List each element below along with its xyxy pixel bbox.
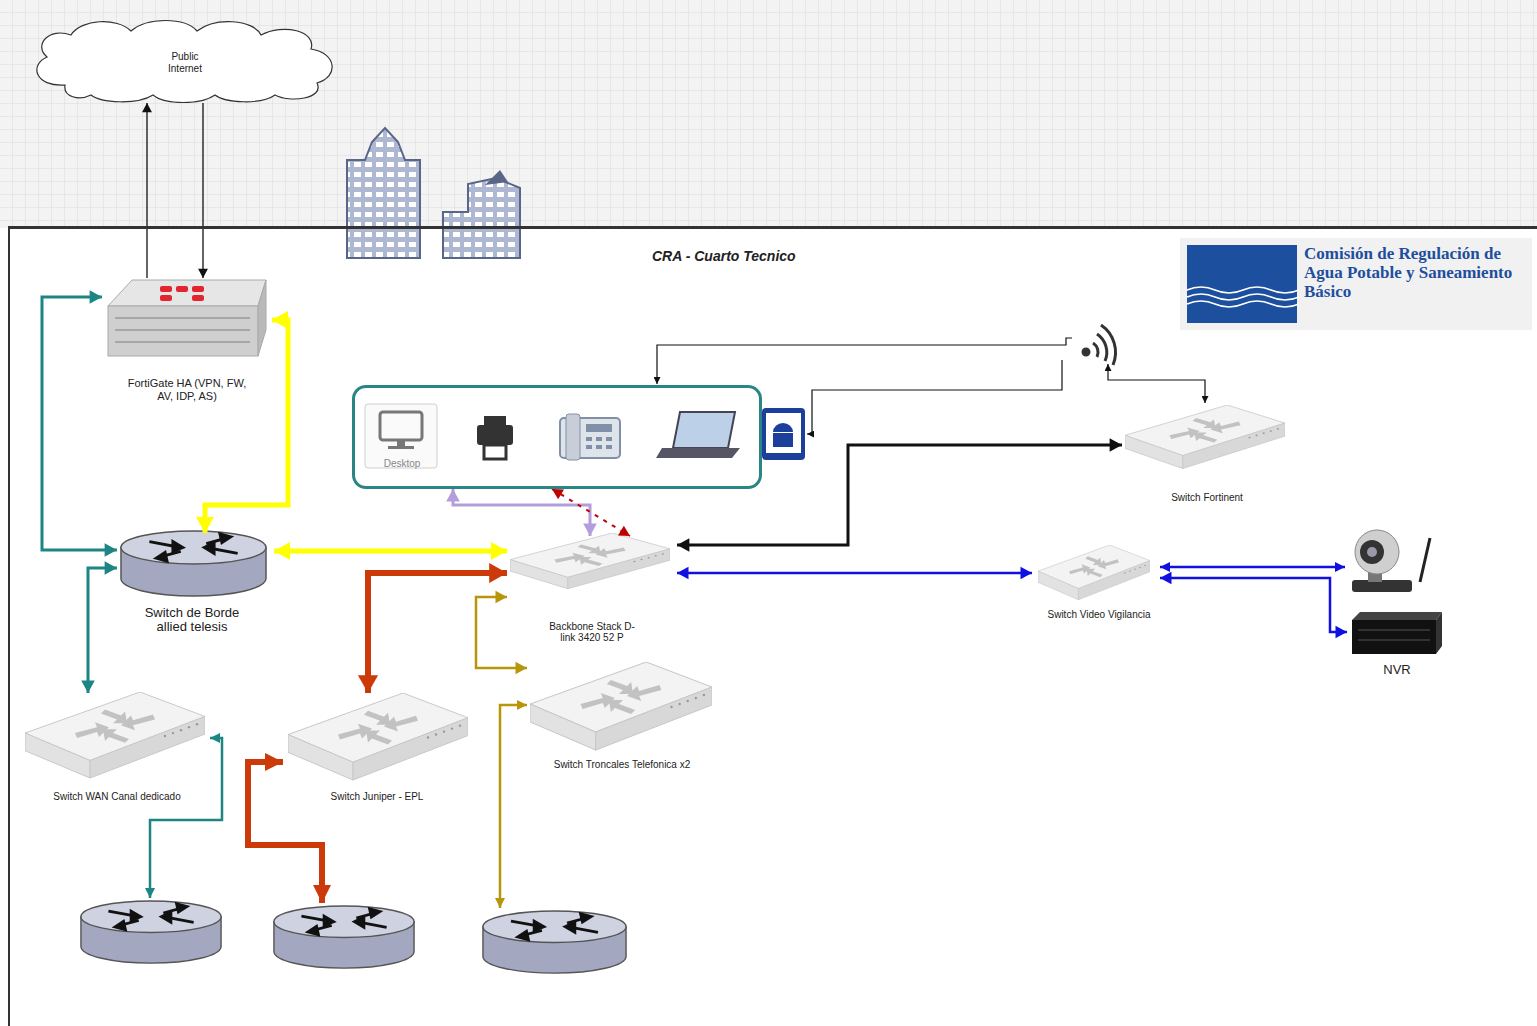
arrow-head <box>81 681 95 693</box>
connector-line <box>552 489 630 536</box>
arrow-head <box>1021 567 1033 580</box>
arrow-head <box>489 563 507 583</box>
node-label: Switch de Borde allied telesis <box>135 606 250 634</box>
connector <box>42 290 117 557</box>
logo-wave <box>1187 294 1299 300</box>
nvr-node: NVR <box>1347 613 1447 678</box>
node-label: Public Internet <box>158 51 213 74</box>
switch-node: Switch Juniper - EPL <box>285 693 475 805</box>
connector-line <box>205 320 288 533</box>
buildings <box>347 128 520 258</box>
arrow-head <box>274 542 290 560</box>
logo-box: Comisión de Regulación de Agua Potable y… <box>1180 238 1532 330</box>
connector <box>1160 572 1347 639</box>
connector-line <box>42 297 117 550</box>
arrow-head <box>496 591 508 604</box>
connector <box>552 489 630 536</box>
fortigate-device <box>108 280 266 356</box>
connector-line <box>1160 578 1347 632</box>
arrow-head <box>105 561 117 575</box>
node-label: CRA - Cuarto Tecnico <box>652 248 796 264</box>
node-label: Switch WAN Canal dedicado <box>53 791 180 803</box>
logo-wave <box>1187 287 1299 293</box>
arrow-head <box>516 662 528 675</box>
cloud-node: Public Internet <box>25 15 345 103</box>
connector <box>476 591 527 675</box>
switch-node: Switch Fortinent <box>1122 408 1292 505</box>
arrow-head <box>677 567 689 580</box>
device-group: Desktop <box>352 385 762 489</box>
arrow-head <box>1160 572 1172 585</box>
wires <box>150 338 1345 908</box>
wifi-symbol <box>1083 325 1116 365</box>
connector <box>677 438 1122 552</box>
switch-node: Switch WAN Canal dedicado <box>22 693 212 805</box>
arrow-head <box>196 517 214 533</box>
node-label: FortiGate HA (VPN, FW, AV, IDP, AS) <box>121 377 253 402</box>
node-label: NVR <box>1383 663 1410 678</box>
node-label: Switch Juniper - EPL <box>331 791 424 803</box>
node-label: Comisión de Regulación de Agua Potable y… <box>1304 244 1526 301</box>
connector-line <box>476 597 527 668</box>
node-label: Switch Fortinent <box>1171 492 1243 504</box>
connector <box>198 103 208 278</box>
connector-line <box>677 572 1032 575</box>
connector <box>446 489 597 536</box>
connector <box>358 563 507 693</box>
arrow-head <box>272 311 288 329</box>
arrow-head <box>90 290 102 304</box>
logo-wave <box>1187 301 1299 307</box>
cloud-outline <box>37 21 332 103</box>
switch-node: Backbone Stack D-link 3420 52 P <box>507 536 677 642</box>
switch-node: Switch Video Vigilancia <box>1032 548 1160 621</box>
arrow-head <box>1336 626 1348 639</box>
arrow-head <box>1110 438 1122 452</box>
ip-camera <box>1352 530 1430 592</box>
node-label: Desktop <box>384 458 421 470</box>
node-label: Switch Troncales Telefonica x2 <box>554 759 691 771</box>
arrow-head <box>618 526 630 536</box>
connector-line <box>368 573 507 693</box>
connector-line <box>146 103 147 278</box>
firewall-node: FortiGate HA (VPN, FW, AV, IDP, AS) <box>102 278 272 398</box>
connector <box>274 542 507 560</box>
connector-line <box>677 445 1122 545</box>
arrow-head <box>105 543 117 557</box>
node-label: Switch Video Vigilancia <box>1047 609 1150 621</box>
router-node: Switch de Borde allied telesis <box>117 533 274 637</box>
arrow-head <box>491 542 507 560</box>
arrow-head <box>142 103 152 112</box>
arrow-head <box>583 524 597 536</box>
switch-node: Switch Troncales Telefonica x2 <box>527 663 719 773</box>
connector <box>142 103 152 278</box>
nvr-device <box>1352 612 1442 654</box>
arrow-head <box>358 675 378 693</box>
arrow-head <box>677 538 689 552</box>
arrow-head <box>198 269 208 278</box>
connector <box>677 567 1032 580</box>
connector <box>81 561 117 693</box>
end-devices <box>365 404 805 468</box>
logo-square <box>1187 245 1297 323</box>
arrow-head <box>446 489 460 501</box>
region-band: CRA - Cuarto TecnicoFortiGate HA (VPN, F… <box>8 226 1537 1026</box>
connector <box>196 311 288 533</box>
connector-line <box>453 489 590 536</box>
connector-line <box>274 549 507 554</box>
arrow-head <box>552 489 564 499</box>
connector-line <box>202 103 203 278</box>
connector-line <box>88 568 117 693</box>
grid-band <box>0 0 1537 228</box>
node-label: Backbone Stack D-link 3420 52 P <box>547 621 637 643</box>
network-icons <box>25 405 1285 973</box>
